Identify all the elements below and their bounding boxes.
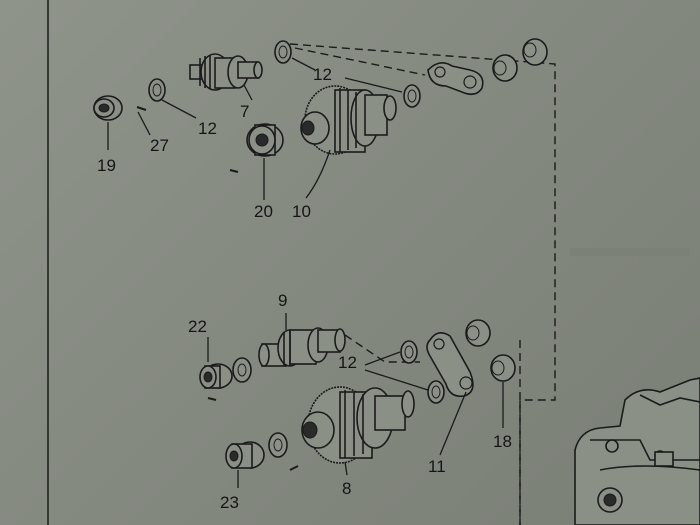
part-23-pin [289, 465, 299, 471]
leader-12-top-b [344, 77, 403, 93]
part-18-bearing [490, 354, 516, 382]
washer-12-lower-a [400, 340, 418, 364]
leader-7 [243, 84, 253, 101]
callout-7: 7 [240, 102, 250, 121]
washer-lower-bottom [268, 432, 288, 458]
leader-12-top-a [291, 57, 316, 71]
bearing-upper-a [492, 54, 518, 82]
part-27-pin [136, 106, 147, 111]
callout-22: 22 [188, 317, 207, 336]
callout-20: 20 [254, 202, 273, 221]
assembly-dash-upper-a [294, 47, 426, 76]
washer-12-top [274, 40, 292, 64]
part-23-bushing [225, 441, 265, 469]
leader-12-lower-b [364, 369, 429, 391]
callout-23: 23 [220, 493, 239, 512]
leader-8 [344, 461, 348, 476]
faint-text [570, 248, 690, 256]
callout-12-left: 12 [198, 119, 217, 138]
part-9-gear-shaft [258, 327, 346, 367]
part-8-cluster-gear [301, 386, 415, 464]
callout-10: 10 [292, 202, 311, 221]
callout-19: 19 [97, 156, 116, 175]
bearing-upper-b [522, 38, 548, 66]
bearing-lower-a [465, 319, 491, 347]
transmission-housing [574, 377, 700, 525]
callout-9: 9 [278, 291, 288, 310]
washer-lower-left [232, 357, 252, 383]
part-7-gear-shaft [189, 53, 263, 91]
callout-12-top: 12 [313, 65, 332, 84]
leader-27 [137, 111, 151, 136]
callout-12-lower: 12 [338, 353, 357, 372]
part-22-pin [207, 397, 217, 401]
leader-10 [305, 149, 331, 199]
callout-18: 18 [493, 432, 512, 451]
washer-12-lower-b [427, 380, 445, 404]
washer-12-mid [403, 84, 421, 108]
part-20-bushing [246, 123, 284, 157]
leader-12-lower-a [364, 351, 401, 366]
leader-12-left [161, 99, 197, 119]
callout-27: 27 [150, 136, 169, 155]
part-22-bushing [199, 363, 233, 389]
callout-11: 11 [428, 457, 446, 476]
assembly-dash-upper-right [289, 43, 556, 525]
leader-11 [439, 391, 467, 456]
part-19-bushing [93, 95, 123, 121]
callout-8: 8 [342, 479, 352, 498]
part-10-cluster-gear [300, 85, 397, 155]
washer-12-left [148, 78, 166, 102]
part-20-pin [229, 169, 239, 173]
link-plate-upper [427, 62, 484, 96]
